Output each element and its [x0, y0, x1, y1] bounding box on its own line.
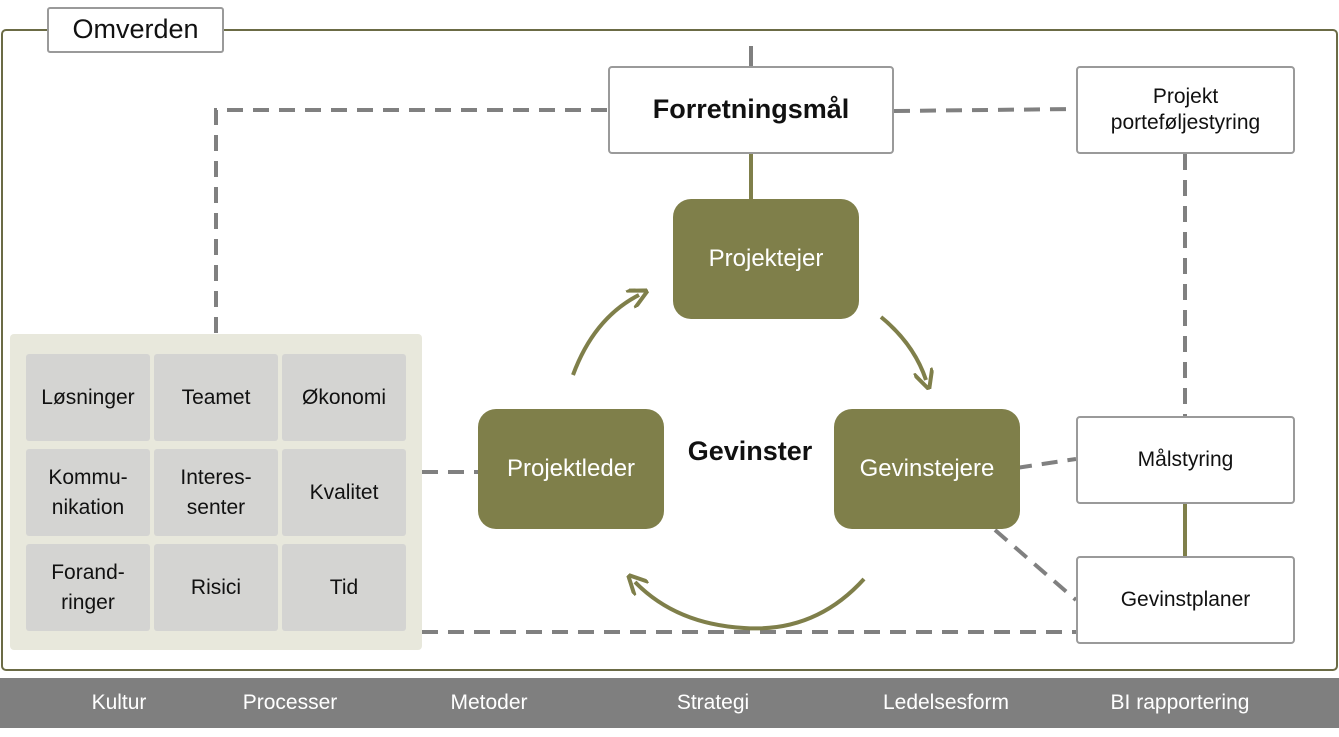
grid-cell[interactable]: Tid: [282, 544, 406, 631]
grid-cell-label: Tid: [329, 575, 359, 599]
dashed-link-goal-portfolio: [893, 107, 1077, 113]
omverden-label: Omverden: [47, 7, 224, 53]
dashed-link-gevinstejere-gevinstplaner: [993, 528, 1078, 602]
projekt-portefoelje-label: Projekt porteføljestyring: [1110, 84, 1261, 134]
grid-cell[interactable]: Forand- ringer: [26, 544, 150, 631]
projekt-portefoelje-box[interactable]: Projekt porteføljestyring: [1076, 66, 1295, 154]
dashed-link-gevinstejere-malstyring: [1015, 457, 1077, 470]
dashed-link-left-top: [214, 108, 608, 333]
grid-cell-label: Løsninger: [41, 385, 135, 409]
maalstyring-box[interactable]: Målstyring: [1076, 416, 1295, 504]
cycle-arrow-gevinstejere-to-leder: [635, 579, 866, 631]
bar-item-strategi[interactable]: Strategi: [676, 691, 750, 714]
projektejer-label: Projektejer: [708, 245, 824, 272]
cycle-arrow-leder-to-ejer: [571, 295, 639, 376]
projektleder-label: Projektleder: [506, 455, 636, 482]
grid-cell-label: Kvalitet: [309, 480, 379, 504]
grid-cell[interactable]: Teamet: [154, 354, 278, 441]
gevinstejere-label: Gevinstejere: [859, 455, 995, 482]
grid-cell[interactable]: Kvalitet: [282, 449, 406, 536]
projektejer-box[interactable]: Projektejer: [673, 199, 859, 319]
forretningsmaal-box[interactable]: Forretningsmål: [608, 66, 894, 154]
gevinstplaner-box[interactable]: Gevinstplaner: [1076, 556, 1295, 644]
omverden-label-text: Omverden: [72, 14, 199, 45]
grid-cell[interactable]: Økonomi: [282, 354, 406, 441]
forretningsmaal-label: Forretningsmål: [652, 94, 850, 125]
maalstyring-label: Målstyring: [1137, 447, 1234, 471]
gevinstejere-box[interactable]: Gevinstejere: [834, 409, 1020, 529]
grid-cell[interactable]: Løsninger: [26, 354, 150, 441]
bar-item-bi-rapportering[interactable]: BI rapportering: [1110, 691, 1250, 714]
center-label-text: Gevinster: [687, 436, 813, 467]
gevinstplaner-label: Gevinstplaner: [1120, 587, 1251, 611]
grid-cell[interactable]: Kommu- nikation: [26, 449, 150, 536]
projektleder-box[interactable]: Projektleder: [478, 409, 664, 529]
bottom-bar: Kultur Processer Metoder Strategi Ledels…: [0, 678, 1339, 728]
omverden-frame: [1, 29, 1338, 671]
center-label: Gevinster: [670, 430, 830, 474]
bar-item-ledelsesform[interactable]: Ledelsesform: [882, 691, 1010, 714]
grid-cell[interactable]: Interes- senter: [154, 449, 278, 536]
grid-cell-label: Forand- ringer: [51, 561, 125, 614]
grid-cell-label: Interes- senter: [180, 466, 252, 519]
grid-cell[interactable]: Risici: [154, 544, 278, 631]
bar-item-metoder[interactable]: Metoder: [450, 691, 528, 714]
grid-cell-label: Teamet: [181, 385, 251, 409]
grid-cell-label: Risici: [190, 575, 242, 599]
grid-cell-label: Økonomi: [301, 385, 387, 409]
cycle-arrow-ejer-to-gevinstejere: [879, 315, 926, 380]
bar-item-kultur[interactable]: Kultur: [91, 691, 147, 714]
bar-item-processer[interactable]: Processer: [242, 691, 338, 714]
grid-cell-label: Kommu- nikation: [48, 466, 128, 519]
